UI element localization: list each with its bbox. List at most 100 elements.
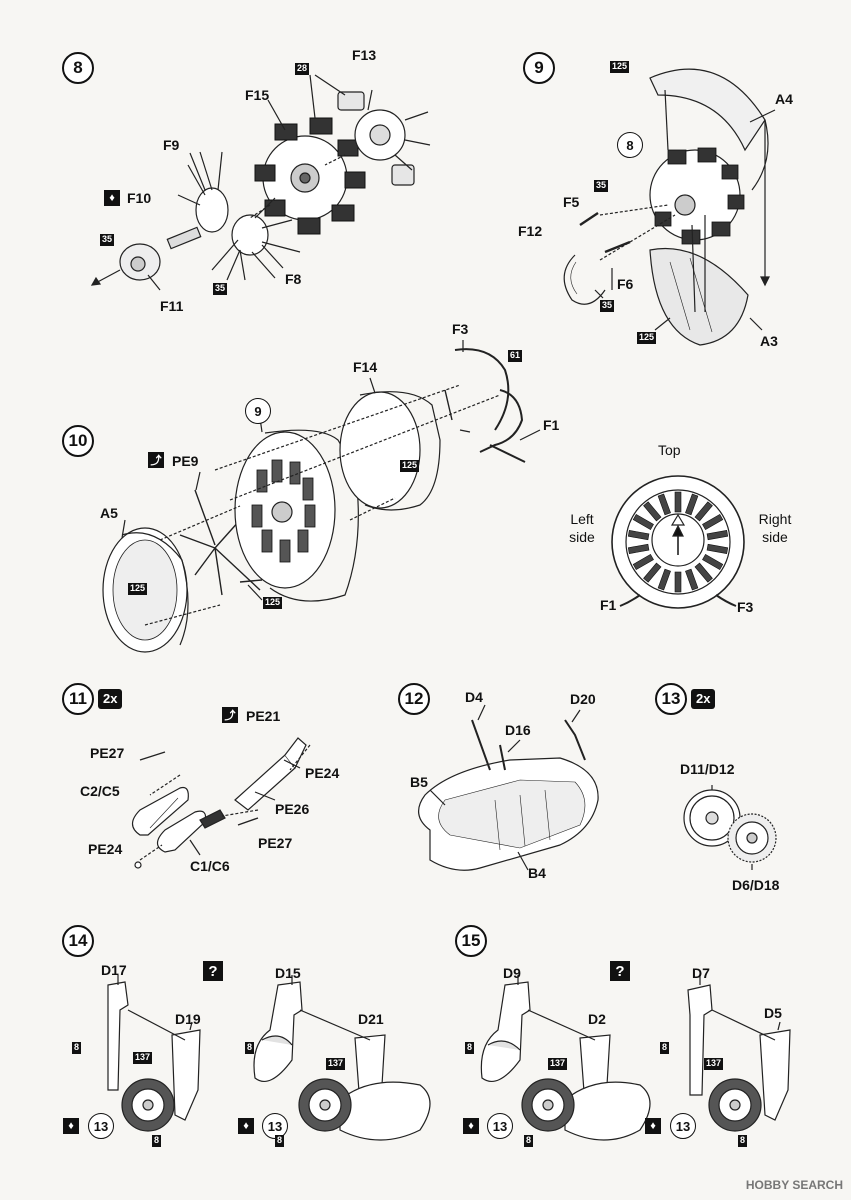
orientation-left-side: Left side — [569, 511, 595, 545]
part-label-f9: F9 — [163, 137, 180, 153]
part-label-f10: F10 — [127, 190, 152, 206]
color-tag-8-f: 8 — [524, 1135, 534, 1147]
part-label-f12: F12 — [518, 223, 543, 239]
part-label-c2-c5: C2/C5 — [80, 783, 120, 799]
cylinder-fin — [643, 562, 662, 583]
cylinder-fin — [685, 493, 699, 516]
color-tag-35-d: 35 — [600, 300, 615, 312]
step-13-marker: 13 — [655, 683, 687, 715]
part-label-pe21: PE21 — [246, 708, 281, 724]
step-14-marker: 14 — [62, 925, 94, 957]
color-tag-125-c: 125 — [400, 460, 420, 472]
part-label-d21: D21 — [358, 1011, 384, 1027]
cement-icon-4: ♦ — [463, 1118, 479, 1134]
part-label-d6-d18: D6/D18 — [732, 877, 780, 893]
part-label-b5: B5 — [410, 774, 428, 790]
orientation-right-side: Right side — [758, 511, 792, 545]
part-label-d9: D9 — [503, 965, 521, 981]
part-label-pe26: PE26 — [275, 801, 310, 817]
part-label-f3-front: F3 — [737, 599, 754, 615]
part-label-d7: D7 — [692, 965, 710, 981]
cylinder-fin — [706, 543, 729, 554]
color-tag-8-g: 8 — [660, 1042, 670, 1054]
part-label-d4: D4 — [465, 689, 483, 705]
cylinder-fin — [657, 493, 671, 516]
wheel-assembly-13 — [683, 785, 777, 870]
part-label-pe24-b: PE24 — [88, 841, 123, 857]
watermark: HOBBY SEARCH — [745, 1178, 843, 1192]
sub-assembly-ref-8: 8 — [617, 132, 643, 158]
cement-icon-2: ♦ — [63, 1118, 79, 1134]
part-label-d11-d12: D11/D12 — [680, 761, 735, 777]
engine-nacelle-assembly-10 — [102, 340, 745, 653]
part-label-pe9: PE9 — [172, 453, 199, 469]
part-label-f5: F5 — [563, 194, 580, 210]
color-tag-8-d: 8 — [275, 1135, 285, 1147]
cylinder-fin — [702, 513, 724, 531]
sub-assembly-ref-13-d: 13 — [670, 1113, 696, 1139]
part-label-f8: F8 — [285, 271, 302, 287]
part-label-d19: D19 — [175, 1011, 201, 1027]
part-label-pe24-a: PE24 — [305, 765, 340, 781]
part-label-a5: A5 — [100, 505, 118, 521]
part-label-d5: D5 — [764, 1005, 782, 1021]
drop-tank-assembly-12 — [418, 704, 599, 871]
option-question-mark-a: ? — [203, 961, 223, 981]
step-9-marker: 9 — [523, 52, 555, 84]
cement-icon-3: ♦ — [238, 1118, 254, 1134]
part-label-a4: A4 — [775, 91, 793, 107]
cylinder-fin — [685, 568, 699, 591]
color-tag-137-b: 137 — [326, 1058, 346, 1070]
color-tag-35-b: 35 — [213, 283, 228, 295]
landing-gear-assembly-14 — [107, 975, 431, 1141]
part-label-d2: D2 — [588, 1011, 606, 1027]
part-label-a3: A3 — [760, 333, 778, 349]
photo-etch-icon: ⤴ — [148, 452, 164, 468]
part-label-c1-c6: C1/C6 — [190, 858, 230, 874]
part-label-pe27-a: PE27 — [90, 745, 125, 761]
part-label-pe27-b: PE27 — [258, 835, 293, 851]
color-tag-137-c: 137 — [548, 1058, 568, 1070]
cylinder-fin — [702, 553, 724, 571]
part-label-f11: F11 — [160, 298, 184, 314]
cylinder-fin — [657, 568, 671, 591]
part-label-d17: D17 — [101, 962, 127, 978]
cylinder-fin — [694, 562, 713, 583]
color-tag-125-b: 125 — [637, 332, 657, 344]
step-12-marker: 12 — [398, 683, 430, 715]
color-tag-35-a: 35 — [100, 234, 115, 246]
color-tag-8-b: 8 — [152, 1135, 162, 1147]
color-tag-125-e: 125 — [263, 597, 283, 609]
part-label-d15: D15 — [275, 965, 301, 981]
cement-icon: ♦ — [104, 190, 120, 206]
cylinder-fin — [632, 513, 654, 531]
cylinder-fin — [627, 543, 650, 554]
step-8-marker: 8 — [62, 52, 94, 84]
color-tag-8-h: 8 — [738, 1135, 748, 1147]
step-10-marker: 10 — [62, 425, 94, 457]
part-label-d20: D20 — [570, 691, 596, 707]
sub-assembly-ref-13-c: 13 — [487, 1113, 513, 1139]
cylinder-fin — [627, 530, 650, 541]
part-label-f1: F1 — [543, 417, 560, 433]
part-label-d16: D16 — [505, 722, 531, 738]
engine-cowl-assembly-9 — [563, 68, 776, 346]
cylinder-fin — [694, 501, 713, 522]
engine-assembly-8 — [90, 74, 431, 291]
step-11-marker: 11 — [62, 683, 94, 715]
part-label-b4: B4 — [528, 865, 546, 881]
color-tag-137-a: 137 — [133, 1052, 153, 1064]
part-label-f13: F13 — [352, 47, 377, 63]
cylinder-fin — [674, 491, 682, 513]
color-tag-61: 61 — [508, 350, 523, 362]
part-label-f1-front: F1 — [600, 597, 617, 613]
cylinder-fin — [643, 501, 662, 522]
part-label-f14: F14 — [353, 359, 378, 375]
sub-assembly-ref-9: 9 — [245, 398, 271, 424]
color-tag-28: 28 — [295, 63, 310, 75]
color-tag-125-a: 125 — [610, 61, 630, 73]
color-tag-125-d: 125 — [128, 583, 148, 595]
step-13-quantity: 2x — [691, 689, 716, 709]
